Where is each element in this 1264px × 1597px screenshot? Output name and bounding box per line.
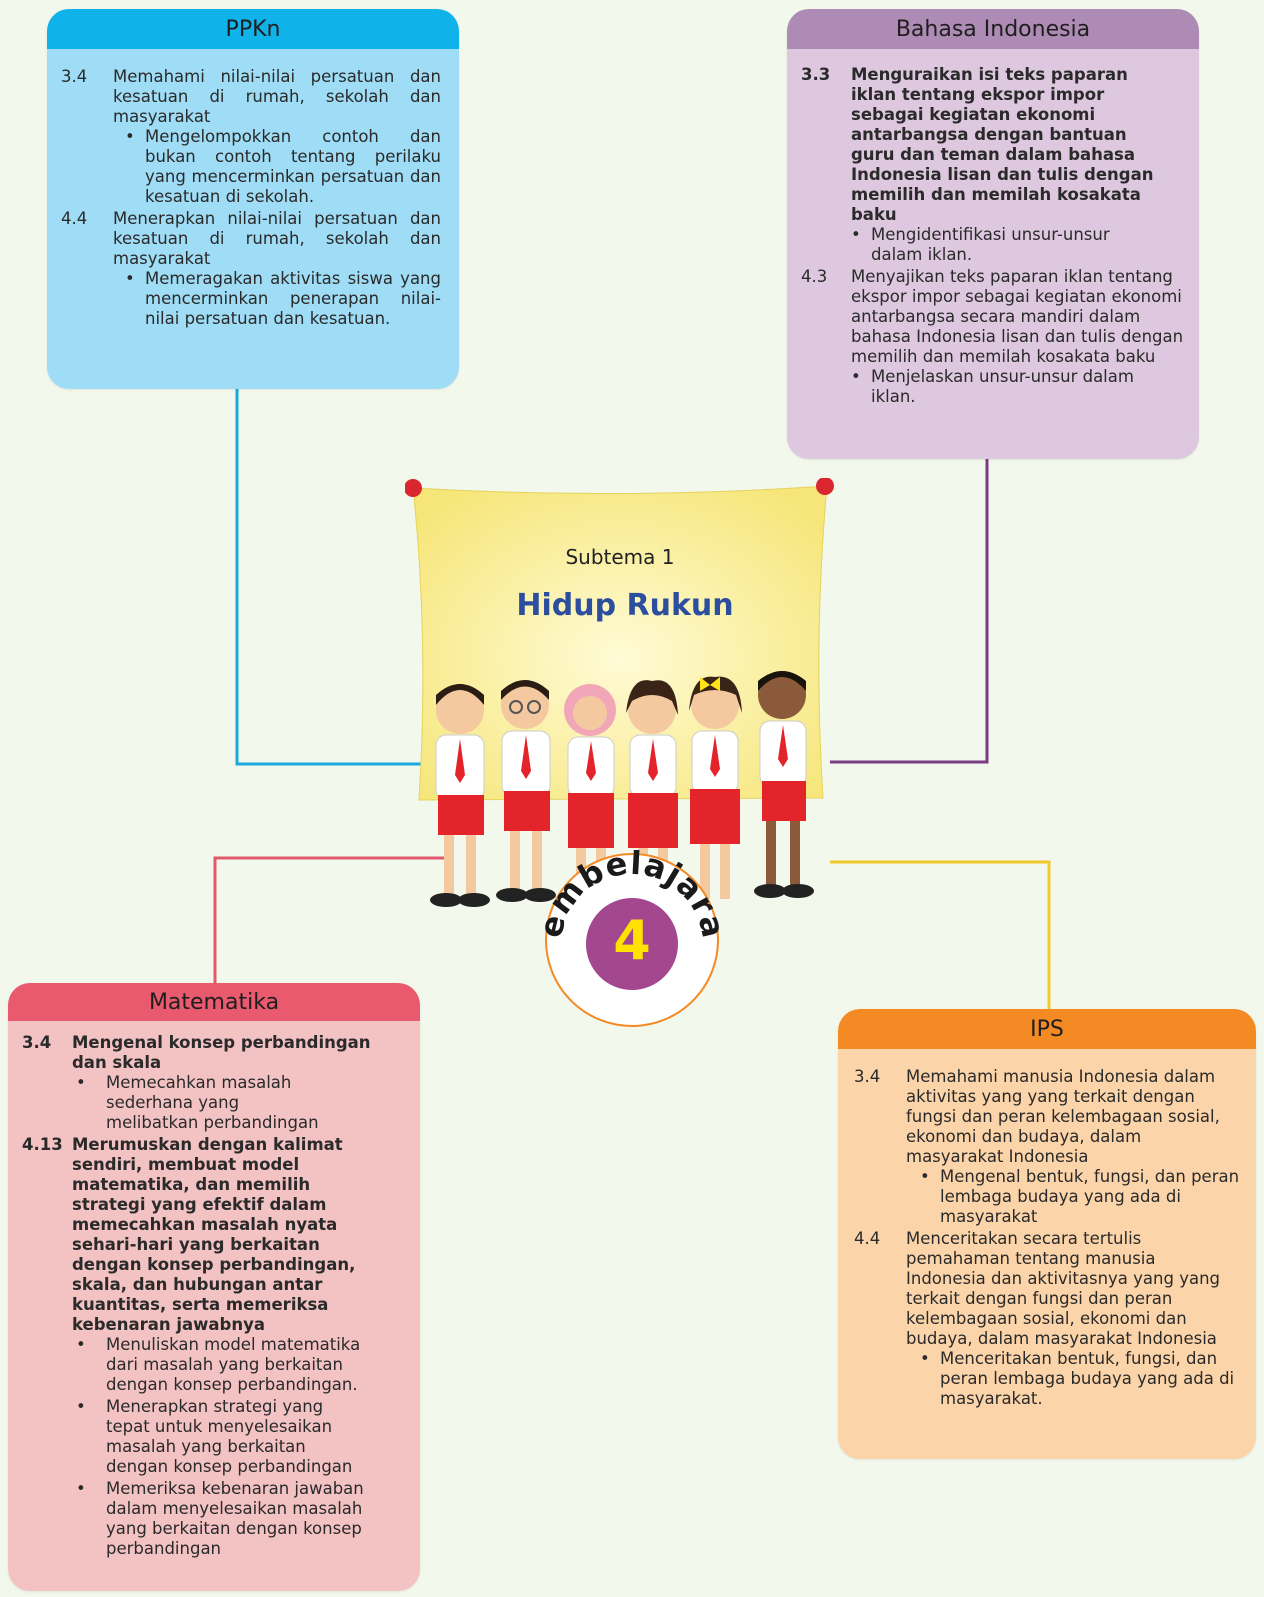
bullet-icon: • bbox=[920, 1349, 930, 1368]
bullet-icon: • bbox=[125, 127, 135, 146]
item-number: 3.4 bbox=[22, 1033, 52, 1052]
bindo-item-4-3: 4.3 Menyajikan teks paparan iklan tentan… bbox=[799, 267, 1185, 367]
bindo-sub-item: • Mengidentifikasi unsur-unsur dalam ikl… bbox=[799, 225, 1185, 265]
sub-text: Menjelaskan unsur-unsur dalam iklan. bbox=[871, 367, 1134, 406]
bindo-connector bbox=[830, 459, 989, 764]
bullet-icon: • bbox=[76, 1479, 86, 1498]
pin-right-icon bbox=[816, 478, 834, 495]
subtema-title: Hidup Rukun bbox=[516, 588, 734, 623]
bahasa-indonesia-title: Bahasa Indonesia bbox=[787, 9, 1199, 49]
pin-left-icon bbox=[405, 479, 422, 497]
item-number: 4.13 bbox=[22, 1135, 63, 1154]
bullet-icon: • bbox=[76, 1335, 86, 1354]
mtk-sub-item: • Menuliskan model matematika dari masal… bbox=[22, 1335, 406, 1395]
sub-text: Memeriksa kebenaran jawaban dalam menyel… bbox=[106, 1479, 364, 1558]
ppkn-item-3-4: 3.4 Memahami nilai-nilai persatuan dan k… bbox=[59, 67, 445, 127]
subtema-label: Subtema 1 bbox=[565, 545, 675, 569]
bullet-icon: • bbox=[125, 269, 135, 288]
sub-text: Memeragakan aktivitas siswa yang mencerm… bbox=[145, 269, 441, 328]
mtk-item-4-13: 4.13 Merumuskan dengan kalimat sendiri, … bbox=[22, 1135, 406, 1335]
ips-box: IPS 3.4 Memahami manusia Indonesia dalam… bbox=[838, 1009, 1256, 1459]
item-number: 4.3 bbox=[801, 267, 828, 286]
badge-number: 4 bbox=[613, 909, 651, 972]
student-figure bbox=[754, 671, 814, 898]
bullet-icon: • bbox=[920, 1167, 930, 1186]
ppkn-sub-item: • Memeragakan aktivitas siswa yang mence… bbox=[59, 269, 445, 329]
bindo-sub-item: • Menjelaskan unsur-unsur dalam iklan. bbox=[799, 367, 1185, 407]
mtk-sub-item: • Menerapkan strategi yang tepat untuk m… bbox=[22, 1397, 406, 1477]
ppkn-connector bbox=[235, 389, 430, 766]
bullet-icon: • bbox=[851, 367, 861, 386]
sub-text: Mengenal bentuk, fungsi, dan peran lemba… bbox=[940, 1167, 1240, 1226]
sub-text: Mengidentifikasi unsur-unsur dalam iklan… bbox=[871, 225, 1110, 264]
item-text: Menguraikan isi teks paparan iklan tenta… bbox=[851, 65, 1154, 224]
bullet-icon: • bbox=[76, 1397, 86, 1416]
sub-text: Mengelompokkan contoh dan bukan contoh t… bbox=[145, 127, 441, 206]
student-figure bbox=[689, 676, 742, 899]
bullet-icon: • bbox=[851, 225, 861, 244]
sub-text: Menuliskan model matematika dari masalah… bbox=[106, 1335, 361, 1394]
student-figure bbox=[496, 680, 556, 902]
item-number: 3.4 bbox=[61, 67, 88, 86]
ppkn-title: PPKn bbox=[47, 9, 459, 49]
item-number: 3.3 bbox=[801, 65, 831, 84]
ips-sub-item: • Menceritakan bentuk, fungsi, dan peran… bbox=[854, 1349, 1242, 1409]
item-text: Memahami manusia Indonesia dalam aktivit… bbox=[906, 1067, 1220, 1166]
item-text: Menerapkan nilai-nilai persatuan dan kes… bbox=[113, 209, 441, 268]
student-figure bbox=[564, 684, 616, 898]
item-text: Menyajikan teks paparan iklan tentang ek… bbox=[851, 267, 1184, 366]
sub-text: Menerapkan strategi yang tepat untuk men… bbox=[106, 1397, 353, 1476]
bindo-item-3-3: 3.3 Menguraikan isi teks paparan iklan t… bbox=[799, 65, 1185, 225]
item-number: 3.4 bbox=[854, 1067, 881, 1086]
pembelajaran-badge: Pembelajaran bbox=[541, 850, 723, 1027]
item-text: Memahami nilai-nilai persatuan dan kesat… bbox=[113, 67, 441, 126]
sub-text: Menceritakan bentuk, fungsi, dan peran l… bbox=[940, 1349, 1235, 1408]
mtk-item-3-4: 3.4 Mengenal konsep perbandingan dan ska… bbox=[22, 1033, 406, 1073]
sub-text: Memecahkan masalah sederhana yang meliba… bbox=[106, 1073, 319, 1132]
ips-item-3-4: 3.4 Memahami manusia Indonesia dalam akt… bbox=[854, 1067, 1242, 1167]
item-text: Merumuskan dengan kalimat sendiri, membu… bbox=[72, 1135, 356, 1334]
item-number: 4.4 bbox=[61, 209, 88, 228]
ips-item-4-4: 4.4 Menceritakan secara tertulis pemaham… bbox=[854, 1229, 1242, 1349]
ppkn-box: PPKn 3.4 Memahami nilai-nilai persatuan … bbox=[47, 9, 459, 389]
bahasa-indonesia-box: Bahasa Indonesia 3.3 Menguraikan isi tek… bbox=[787, 9, 1199, 459]
mtk-sub-item: • Memecahkan masalah sederhana yang meli… bbox=[22, 1073, 406, 1133]
mtk-connector bbox=[213, 856, 445, 983]
matematika-title: Matematika bbox=[8, 983, 420, 1021]
ips-connector bbox=[830, 860, 1051, 1009]
item-number: 4.4 bbox=[854, 1229, 881, 1248]
item-text: Menceritakan secara tertulis pemahaman t… bbox=[906, 1229, 1221, 1348]
matematika-box: Matematika 3.4 Mengenal konsep perbandin… bbox=[8, 983, 420, 1591]
ips-title: IPS bbox=[838, 1009, 1256, 1049]
mtk-sub-item: • Memeriksa kebenaran jawaban dalam meny… bbox=[22, 1479, 406, 1559]
item-text: Mengenal konsep perbandingan dan skala bbox=[72, 1033, 371, 1072]
student-figure bbox=[430, 684, 490, 907]
bullet-icon: • bbox=[76, 1073, 86, 1092]
ips-sub-item: • Mengenal bentuk, fungsi, dan peran lem… bbox=[854, 1167, 1242, 1227]
ppkn-sub-item: • Mengelompokkan contoh dan bukan contoh… bbox=[59, 127, 445, 207]
ppkn-item-4-4: 4.4 Menerapkan nilai-nilai persatuan dan… bbox=[59, 209, 445, 269]
